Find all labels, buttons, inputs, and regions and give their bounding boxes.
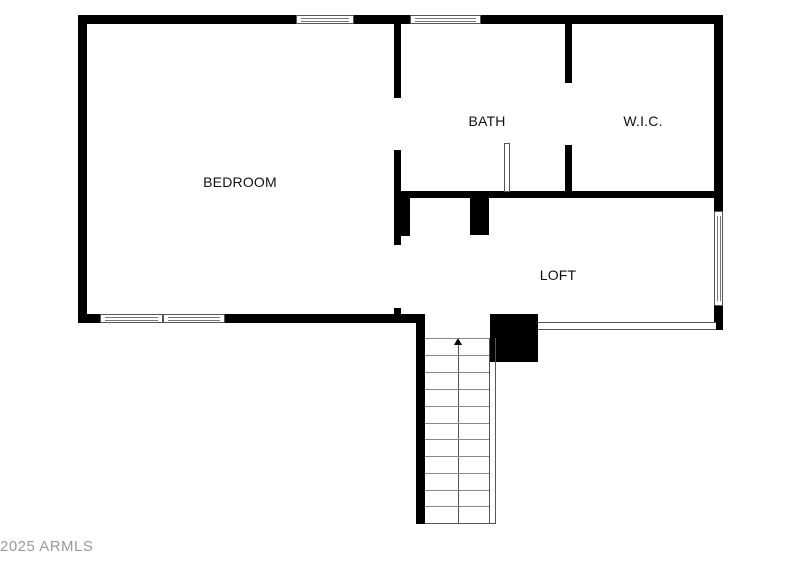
wall-loft-left-jamb (394, 194, 410, 236)
wall-bedroom-bottom-right (225, 314, 425, 323)
window-bedroom-bottom-2 (163, 314, 225, 323)
wall-bath-bottom (394, 191, 723, 198)
stair-right-rail (489, 338, 490, 524)
wall-top-mid (354, 15, 410, 24)
wall-bath-wic-divider-top (565, 15, 572, 83)
room-label-bedroom: BEDROOM (203, 174, 277, 190)
wall-stair-column (490, 314, 538, 362)
wall-top-right (481, 15, 723, 24)
wall-left (78, 15, 87, 323)
loft-bottom-rail (538, 322, 716, 330)
copyright-text: 2025 ARMLS (0, 538, 94, 555)
window-bedroom-top (296, 15, 354, 24)
window-bath-top (410, 15, 481, 24)
wall-top-left (78, 15, 296, 24)
wall-bath-wic-divider-bottom (565, 145, 572, 195)
wall-stair-left (416, 314, 425, 524)
room-label-wic: W.I.C. (623, 113, 663, 129)
room-label-bath: BATH (468, 113, 506, 129)
wall-right-lower (714, 306, 723, 330)
staircase (425, 338, 496, 524)
wall-bedroom-divider-top (394, 15, 401, 98)
window-bedroom-bottom-1 (100, 314, 163, 323)
room-label-loft: LOFT (539, 267, 577, 283)
wall-right-upper (714, 15, 723, 211)
arrow-up-icon (454, 338, 462, 345)
wall-column-stub (470, 198, 489, 235)
wall-bedroom-bottom-left (78, 314, 100, 323)
window-loft-right (714, 211, 723, 306)
stair-center-line (458, 342, 459, 524)
wall-bedroom-divider-stub (394, 308, 401, 316)
bath-partition (504, 143, 510, 192)
